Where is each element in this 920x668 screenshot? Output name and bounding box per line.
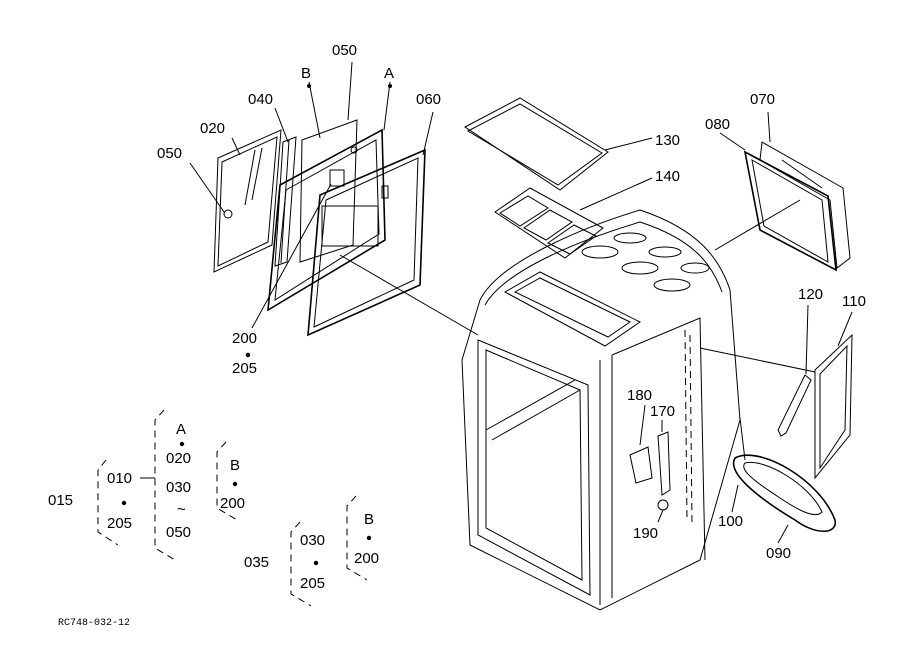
a035-g2-1: 200 [354, 550, 379, 567]
a015-g1-1: 205 [107, 515, 132, 532]
label-120: 120 [798, 286, 823, 303]
a015-g2-0: A [176, 421, 186, 438]
label-110: 110 [842, 293, 866, 310]
side-parts-group [732, 333, 853, 533]
a035-g1-1: 205 [300, 575, 325, 592]
a015-g3-1: 200 [220, 495, 245, 512]
label-180: 180 [627, 387, 652, 404]
glass-020 [213, 129, 282, 273]
handle-170 [657, 431, 671, 496]
strip-120 [777, 374, 812, 437]
panel-b [299, 119, 358, 263]
drawing-ref: RC748-032-12 [58, 618, 130, 629]
label-190: 190 [633, 525, 658, 542]
cab-body [461, 209, 741, 611]
label-050-left: 050 [157, 145, 182, 162]
a015-g2-3: ~ [177, 501, 186, 518]
label-200: 200 [232, 330, 257, 347]
bolt-190 [657, 499, 669, 511]
label-020: 020 [200, 120, 225, 137]
label-100: 100 [718, 513, 743, 530]
label-130: 130 [655, 132, 680, 149]
label-060: 060 [416, 91, 441, 108]
a015-g2-4: 050 [166, 524, 191, 541]
label-040: 040 [248, 91, 273, 108]
door-glass-group [213, 119, 426, 337]
seal-060 [307, 148, 426, 337]
label-a-top: A [384, 65, 394, 82]
rear-seal-080 [743, 150, 837, 272]
frame-a [267, 128, 386, 312]
side-glass-110 [814, 333, 853, 480]
assembly-035-code: 035 [244, 554, 269, 571]
a015-g1-0: 010 [107, 470, 132, 487]
label-b-top: B [301, 65, 311, 82]
roof-frame-140 [494, 187, 604, 259]
seal-090 [732, 454, 836, 533]
a035-g2-0: B [364, 511, 374, 528]
label-070: 070 [750, 91, 775, 108]
roof-window-group [464, 97, 609, 259]
latch-180 [629, 446, 653, 484]
label-205: 205 [232, 360, 257, 377]
a035-g1-0: 030 [300, 532, 325, 549]
a015-g2-1: 020 [166, 450, 191, 467]
label-090: 090 [766, 545, 791, 562]
assembly-015-code: 015 [48, 492, 73, 509]
label-170: 170 [650, 403, 675, 420]
label-140: 140 [655, 168, 680, 185]
rear-glass-070 [759, 141, 851, 269]
assembly-035: 035 030 205 B 200 [244, 495, 379, 607]
roof-glass-130 [464, 97, 609, 191]
rear-window-group [743, 141, 851, 272]
a015-g2-2: 030 [166, 479, 191, 496]
part-labels: 050 B A 040 060 020 050 200 205 130 140 … [157, 42, 866, 562]
leader-lines [189, 61, 853, 544]
rail-040 [274, 136, 297, 267]
a015-g3-0: B [230, 457, 240, 474]
assembly-015: 015 010 205 A 020 030 ~ 050 B 200 [48, 409, 245, 561]
label-050-top: 050 [332, 42, 357, 59]
label-080: 080 [705, 116, 730, 133]
